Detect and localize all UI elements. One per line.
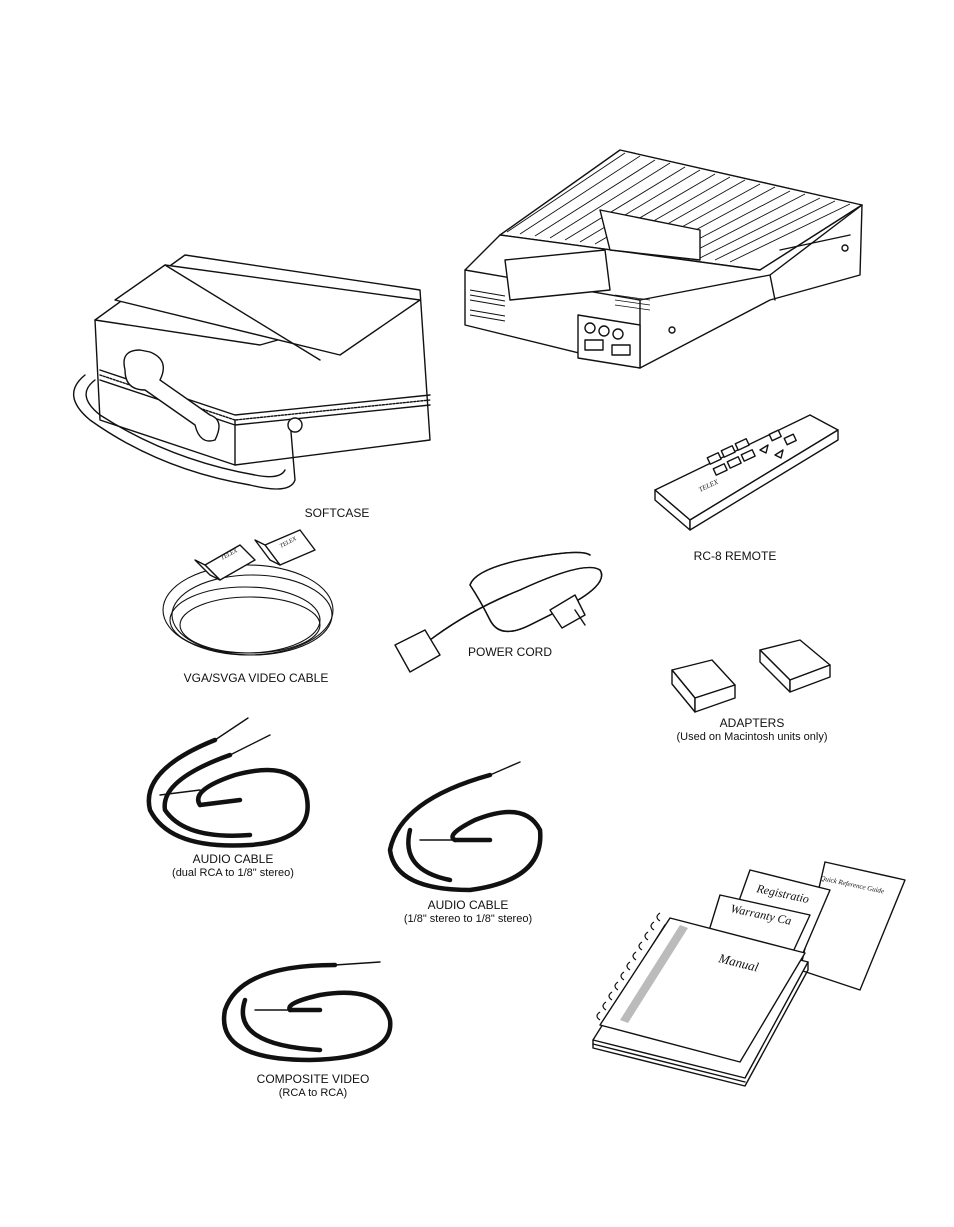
remote-label: RC-8 REMOTE (693, 549, 777, 563)
audio-cable-stereo-note: (1/8" stereo to 1/8" stereo) (403, 913, 533, 925)
composite-video-note: (RCA to RCA) (278, 1087, 348, 1099)
audio-cable-dual-title: AUDIO CABLE (192, 852, 274, 866)
audio-cable-dual-label: AUDIO CABLE (dual RCA to 1/8" stereo) (150, 852, 316, 880)
audio-cable-stereo-label: AUDIO CABLE (1/8" stereo to 1/8" stereo) (385, 898, 551, 926)
adapters-label: ADAPTERS (Used on Macintosh units only) (660, 716, 844, 744)
audio-cable-stereo-title: AUDIO CABLE (427, 898, 509, 912)
softcase-label: SOFTCASE (304, 506, 370, 520)
adapters-note: (Used on Macintosh units only) (676, 731, 828, 743)
composite-video-label: COMPOSITE VIDEO (RCA to RCA) (240, 1072, 386, 1100)
vga-cable-label: VGA/SVGA VIDEO CABLE (183, 671, 329, 685)
audio-cable-dual-note: (dual RCA to 1/8" stereo) (172, 867, 294, 879)
composite-video-title: COMPOSITE VIDEO (256, 1072, 370, 1086)
power-cord-label: POWER CORD (468, 645, 552, 659)
adapters-title: ADAPTERS (719, 716, 785, 730)
